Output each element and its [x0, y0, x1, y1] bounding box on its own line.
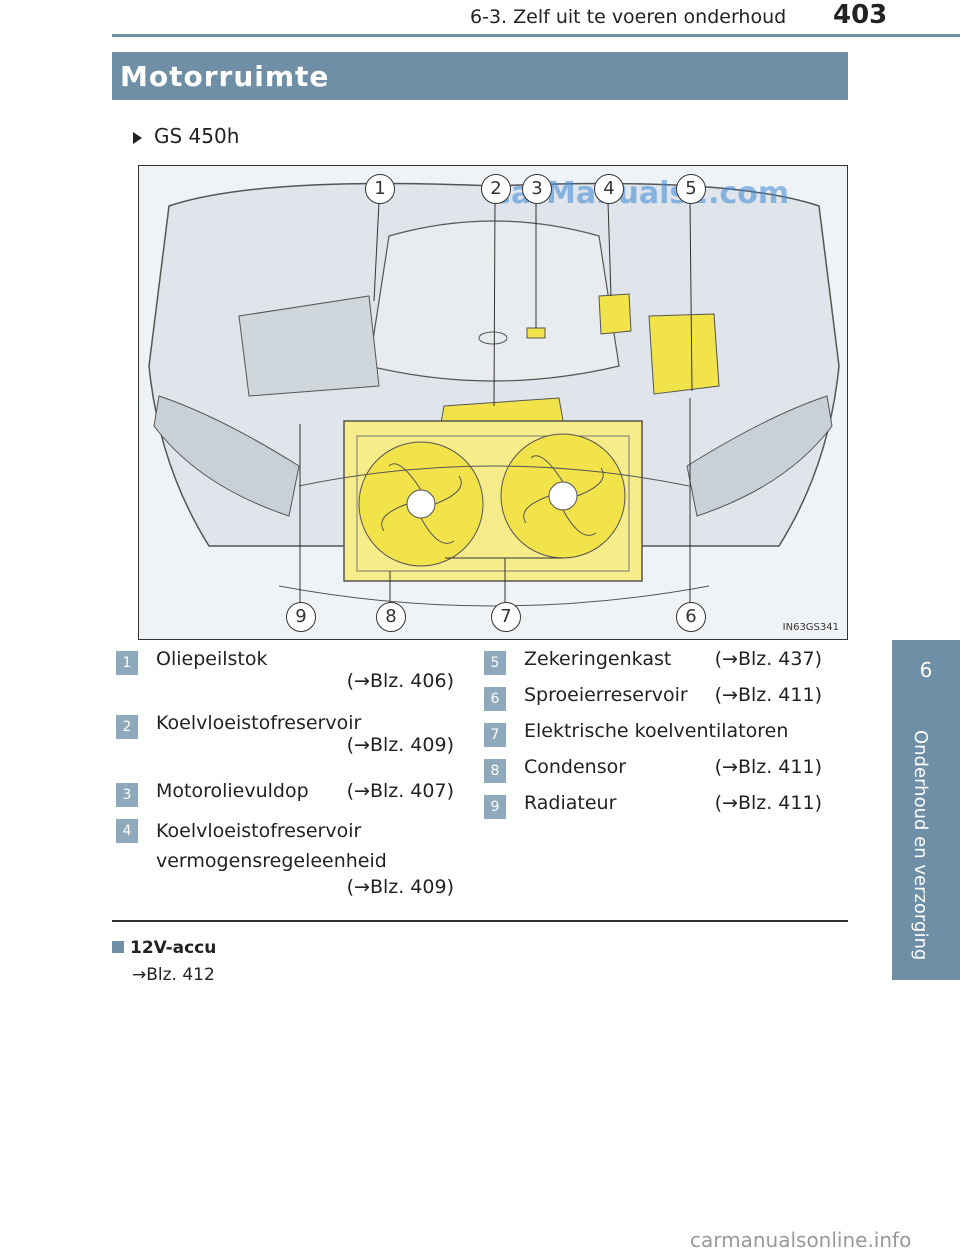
header-rule [112, 34, 960, 37]
note-text: →Blz. 412 [132, 965, 215, 985]
page-title: Motorruimte [120, 60, 330, 93]
legend-ref-6: (→Blz. 411) [714, 684, 822, 706]
legend-item-8: 8 Condensor (→Blz. 411) [484, 756, 822, 783]
legend-label-9: Radiateur [524, 792, 617, 814]
callout-9: 9 [286, 602, 316, 632]
engine-bay-drawing [148, 182, 840, 616]
legend-item-1: 1 Oliepeilstok (→Blz. 406) [116, 648, 454, 692]
legend-item-5: 5 Zekeringenkast (→Blz. 437) [484, 648, 822, 675]
legend-item-7: 7 Elektrische koelventilatoren [484, 720, 822, 747]
legend-item-3: 3 Motorolievuldop (→Blz. 407) [116, 780, 454, 807]
callout-1: 1 [365, 174, 395, 204]
triangle-bullet-icon [133, 131, 142, 144]
legend-badge-8: 8 [484, 759, 506, 783]
page-header: 6-3. Zelf uit te voeren onderhoud 403 [0, 0, 960, 40]
legend-item-6: 6 Sproeierreservoir (→Blz. 411) [484, 684, 822, 711]
model-name: GS 450h [154, 124, 240, 148]
legend-label-4: Koelvloeistofreservoir vermogensregeleen… [156, 820, 387, 872]
legend-label-6: Sproeierreservoir [524, 684, 688, 706]
legend-ref-4: (→Blz. 409) [346, 876, 454, 898]
callout-5: 5 [676, 174, 706, 204]
chapter-label: Onderhoud en verzorging [910, 730, 931, 961]
callout-7: 7 [491, 602, 521, 632]
legend-ref-8: (→Blz. 411) [714, 756, 822, 778]
legend-badge-3: 3 [116, 783, 138, 807]
legend-label-7: Elektrische koelventilatoren [524, 720, 789, 742]
square-bullet-icon [112, 941, 124, 953]
legend-badge-6: 6 [484, 687, 506, 711]
legend-label-2: Koelvloeistofreservoir [156, 712, 362, 734]
legend-badge-5: 5 [484, 651, 506, 675]
legend-label-1: Oliepeilstok [156, 648, 268, 670]
section-title: 6-3. Zelf uit te voeren onderhoud [470, 6, 787, 28]
legend-ref-1: (→Blz. 406) [346, 670, 454, 692]
legend-badge-7: 7 [484, 723, 506, 747]
callout-2: 2 [481, 174, 511, 204]
footer-site: carmanualsonline.info [690, 1228, 912, 1252]
legend-badge-2: 2 [116, 715, 138, 739]
legend-badge-4: 4 [116, 819, 138, 843]
chapter-side-tab: 6 Onderhoud en verzorging [892, 640, 960, 980]
note-heading-text: 12V-accu [130, 938, 217, 958]
engine-bay-illustration: CarManuals2.com 1 2 3 4 5 6 7 8 9 IN63GS… [138, 165, 848, 640]
legend-item-9: 9 Radiateur (→Blz. 411) [484, 792, 822, 819]
legend-badge-9: 9 [484, 795, 506, 819]
legend-badge-1: 1 [116, 651, 138, 675]
callout-6: 6 [676, 602, 706, 632]
title-bar: Motorruimte [112, 52, 848, 100]
page-number: 403 [833, 0, 888, 30]
callout-4: 4 [594, 174, 624, 204]
callout-8: 8 [376, 602, 406, 632]
legend-ref-5: (→Blz. 437) [714, 648, 822, 670]
legend-label-3: Motorolievuldop [156, 780, 309, 802]
section-divider [112, 920, 848, 922]
chapter-number: 6 [919, 658, 933, 682]
image-code: IN63GS341 [782, 622, 839, 633]
legend-label-5: Zekeringenkast [524, 648, 672, 670]
legend-ref-2: (→Blz. 409) [346, 734, 454, 756]
callout-3: 3 [522, 174, 552, 204]
model-label: GS 450h [133, 124, 239, 148]
legend-ref-3: (→Blz. 407) [346, 780, 454, 802]
legend-item-2: 2 Koelvloeistofreservoir (→Blz. 409) [116, 712, 454, 756]
legend-item-4: 4 Koelvloeistofreservoir vermogensregele… [116, 816, 454, 898]
legend-label-8: Condensor [524, 756, 627, 778]
note-heading: 12V-accu [112, 938, 216, 958]
legend-ref-9: (→Blz. 411) [714, 792, 822, 814]
